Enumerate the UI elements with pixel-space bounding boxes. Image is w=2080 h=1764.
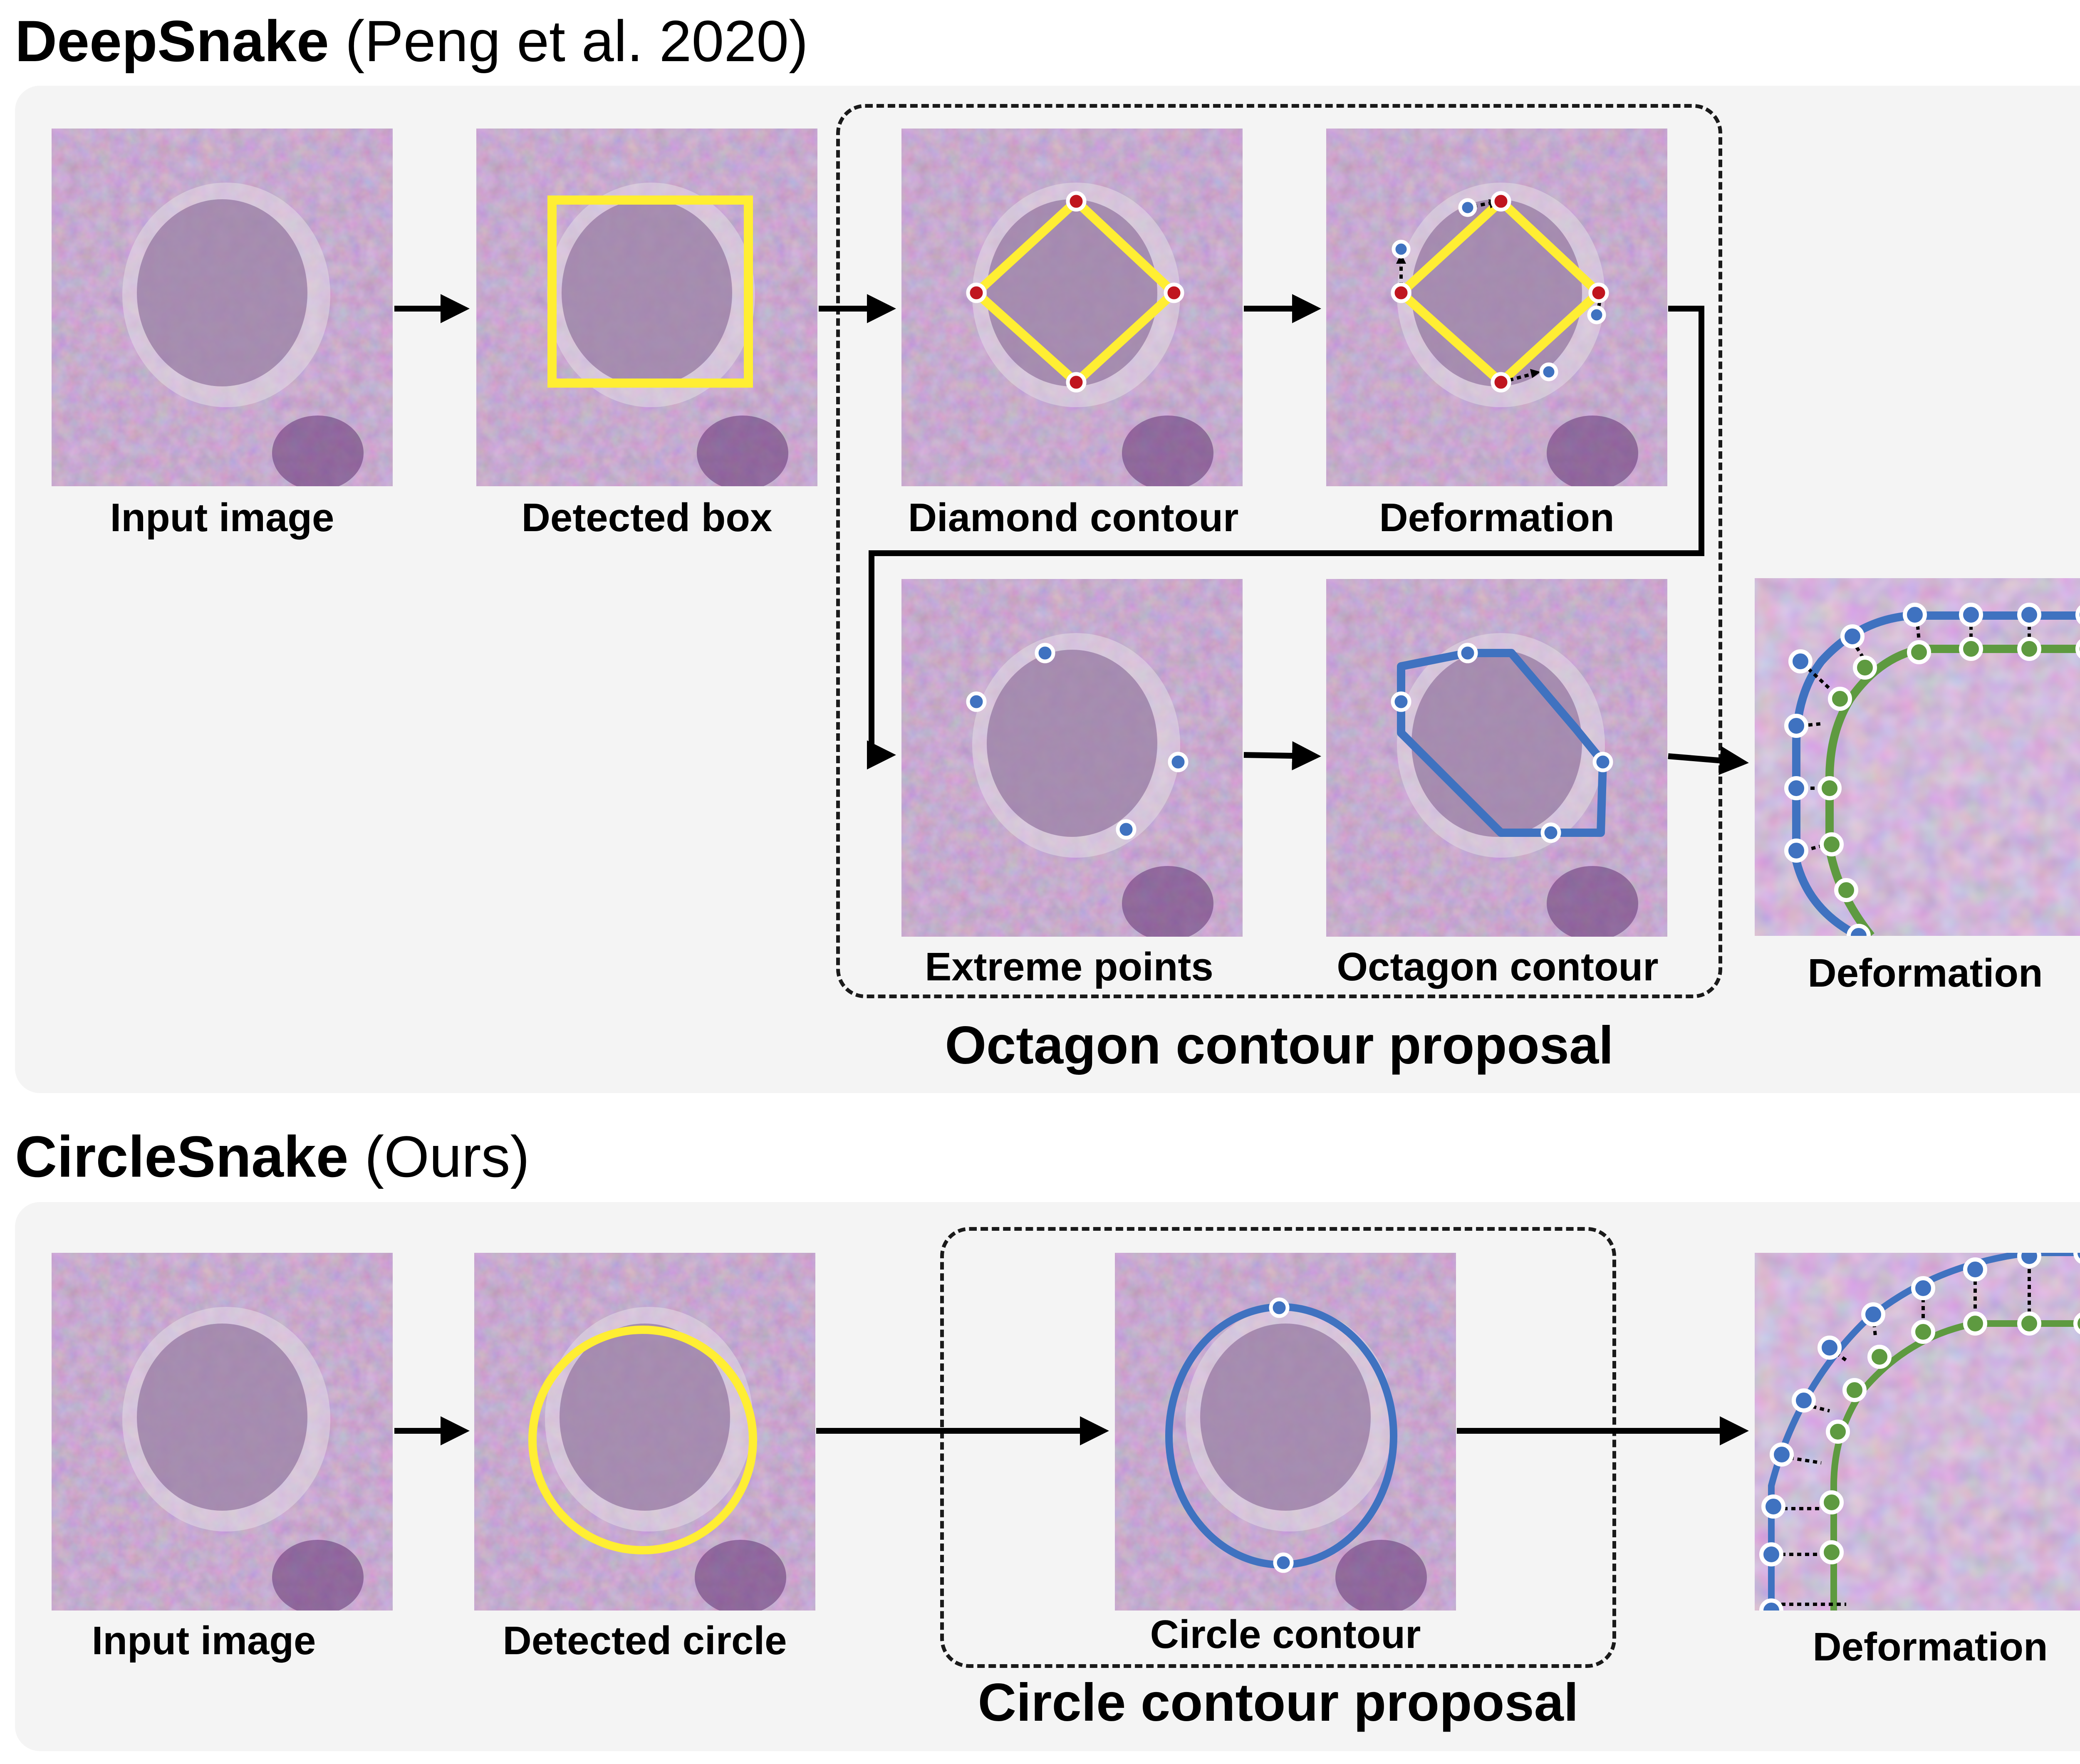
deepsnake-title-bold: DeepSnake — [15, 8, 329, 74]
octagon-proposal-caption: Octagon contour proposal — [836, 1015, 1722, 1076]
circlesnake-title: CircleSnake (Ours) — [15, 1123, 530, 1190]
deepsnake-zoom-deformation-image — [1755, 578, 2080, 936]
deepsnake-input-image — [52, 129, 393, 486]
deepsnake-title: DeepSnake (Peng et al. 2020) — [15, 7, 808, 75]
deepsnake-zoom-deformation-label: Deformation — [1755, 950, 2080, 996]
circle-proposal-group — [940, 1227, 1616, 1668]
circle-proposal-caption: Circle contour proposal — [940, 1672, 1616, 1733]
circlesnake-zoom-deformation-image — [1755, 1253, 2080, 1611]
circlesnake-detected-circle-label: Detected circle — [474, 1618, 815, 1664]
deepsnake-input-image-label: Input image — [52, 495, 393, 541]
circlesnake-title-bold: CircleSnake — [15, 1124, 349, 1189]
deepsnake-title-citation: (Peng et al. 2020) — [329, 8, 808, 74]
octagon-proposal-group — [836, 104, 1722, 998]
circlesnake-title-suffix: (Ours) — [349, 1124, 530, 1189]
circlesnake-input-image — [52, 1253, 393, 1611]
circlesnake-input-image-label: Input image — [33, 1618, 374, 1664]
deepsnake-detected-box-label: Detected box — [476, 495, 817, 541]
circlesnake-zoom-deformation-label: Deformation — [1760, 1624, 2080, 1670]
circlesnake-detected-circle-image — [474, 1253, 815, 1611]
deepsnake-detected-box-image — [476, 129, 817, 486]
